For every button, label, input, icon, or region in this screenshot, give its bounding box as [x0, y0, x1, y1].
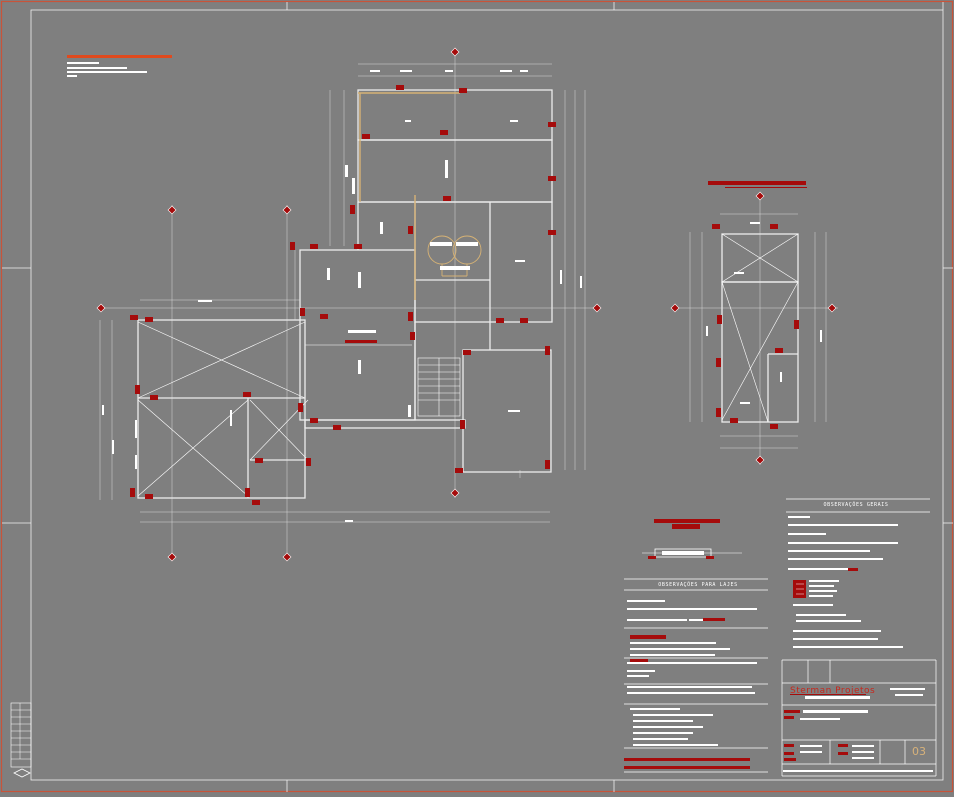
- slab-section-detail: [642, 519, 742, 559]
- company-name: Sterman Projetos: [790, 686, 876, 696]
- plan-title-block: [67, 55, 172, 77]
- upper-floor-plan: [670, 181, 838, 465]
- general-notes-title: OBSERVAÇÕES GERAIS: [823, 502, 889, 508]
- slab-notes-table: [624, 578, 768, 773]
- slab-notes-title: OBSERVAÇÕES PARA LAJES: [658, 582, 738, 588]
- sheet-number: 03: [912, 745, 926, 758]
- revision-table: [10, 702, 32, 778]
- general-notes-table: [781, 498, 937, 777]
- main-floor-plan: [96, 47, 602, 562]
